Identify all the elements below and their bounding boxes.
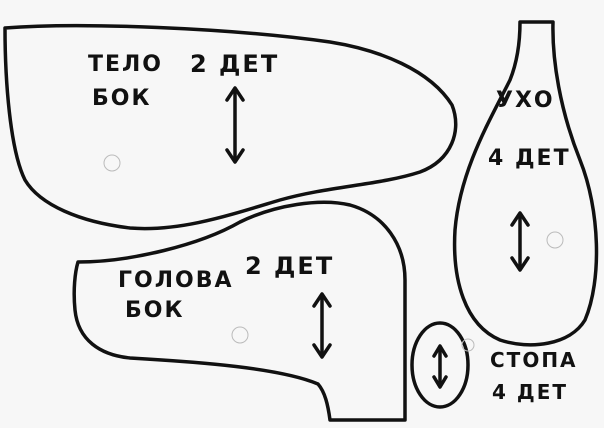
ear-name-label: УХО	[496, 88, 555, 113]
foot-grainline-arrow	[432, 344, 448, 389]
watermark-stamp	[103, 154, 121, 172]
body-count-label: 2 ДЕТ	[190, 50, 280, 78]
body-note-label: БОК	[92, 86, 152, 111]
watermark-stamp	[546, 231, 564, 249]
watermark-stamp	[231, 326, 249, 344]
foot-count-label: 4 ДЕТ	[492, 380, 568, 404]
watermark-stamp	[461, 338, 475, 352]
head-name-label: ГОЛОВА	[118, 268, 234, 293]
foot-piece-outline	[410, 321, 470, 409]
ear-piece-outline	[452, 20, 599, 347]
head-note-label: БОК	[125, 298, 185, 323]
body-grainline-arrow	[225, 86, 245, 164]
head-grainline-arrow	[312, 292, 332, 359]
body-name-label: ТЕЛО	[88, 52, 164, 77]
ear-count-label: 4 ДЕТ	[488, 146, 571, 171]
body-piece-outline	[3, 23, 458, 231]
head-piece-outline	[72, 200, 407, 422]
foot-name-label: СТОПА	[490, 348, 578, 372]
head-count-label: 2 ДЕТ	[245, 252, 335, 280]
ear-grainline-arrow	[510, 211, 530, 272]
